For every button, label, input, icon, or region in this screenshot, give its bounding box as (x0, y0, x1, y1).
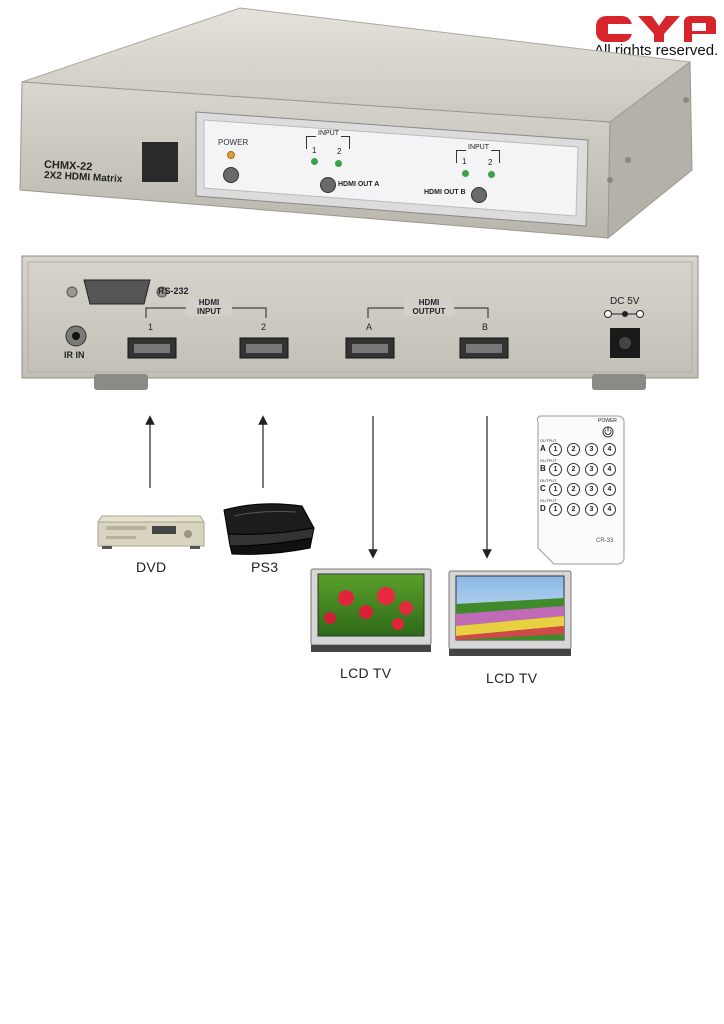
power-label: POWER (218, 138, 249, 147)
out-a-label: HDMI OUT A (338, 181, 380, 188)
remote-row-letter: B (540, 464, 546, 473)
dvd-label: DVD (136, 559, 167, 575)
cyp-logo-mark (596, 16, 716, 42)
input-b-led-2 (488, 171, 495, 178)
remote-button-d-1[interactable]: 1 (549, 503, 562, 516)
out-a-button[interactable] (320, 177, 336, 193)
signal-arrows (145, 415, 492, 559)
remote-model: CR-33 (596, 538, 614, 544)
remote-button-d-2[interactable]: 2 (567, 503, 580, 516)
remote-button-c-1[interactable]: 1 (549, 483, 562, 496)
output-b-label: B (482, 322, 489, 332)
remote-button-b-3[interactable]: 3 (585, 463, 598, 476)
ps3-label: PS3 (251, 559, 279, 575)
input-b-label: INPUT (466, 144, 491, 151)
remote-button-a-4[interactable]: 4 (603, 443, 616, 456)
hdmi-input-label-line2: INPUT (197, 307, 221, 316)
remote-row-letter: A (540, 444, 546, 453)
lcd-tv-2-icon (448, 570, 572, 656)
out-b-button[interactable] (471, 187, 487, 203)
remote-row-letter: C (540, 484, 546, 493)
ps3-icon (223, 503, 315, 555)
hdmi-output-label-line1: HDMI (418, 298, 440, 307)
ir-label: IR IN (64, 350, 85, 360)
dvd-player (96, 512, 206, 552)
input-a-led-2 (335, 160, 342, 167)
input-a-led-1 (311, 158, 318, 165)
remote-output-label: OUTPUT (540, 478, 557, 483)
remote-button-b-4[interactable]: 4 (603, 463, 616, 476)
remote-row-letter: D (540, 504, 546, 513)
remote-button-d-3[interactable]: 3 (585, 503, 598, 516)
input-b-led-1 (462, 170, 469, 177)
remote-button-a-2[interactable]: 2 (567, 443, 580, 456)
hdmi-output-label-line2: OUTPUT (412, 307, 446, 316)
front-panel: CHMX-22 2X2 HDMI Matrix POWER INPUT 1 2 … (0, 0, 700, 245)
rear-panel: RS-232 IR IN HDMI INPUT 1 2 HDMI OUTPUT … (20, 252, 700, 392)
ps3-console (210, 502, 318, 556)
remote-output-label: OUTPUT (540, 458, 557, 463)
remote-power-label: POWER (598, 418, 617, 424)
power-button[interactable] (223, 167, 239, 183)
input-1-label: 1 (148, 322, 154, 332)
remote-button-a-1[interactable]: 1 (549, 443, 562, 456)
lcd-tv-2-label: LCD TV (486, 670, 538, 686)
power-led (227, 151, 235, 159)
hdmi-output-label: HDMI OUTPUT (404, 298, 454, 316)
lcd-tv-1-label: LCD TV (340, 665, 392, 681)
remote-button-c-3[interactable]: 3 (585, 483, 598, 496)
out-b-label: HDMI OUT B (424, 189, 466, 196)
lcd-tv-1 (310, 568, 432, 654)
input-b-led-2-label: 2 (488, 158, 493, 167)
cyp-logo: All rights reserved. (592, 8, 720, 64)
remote-button-c-4[interactable]: 4 (603, 483, 616, 496)
lcd-tv-2 (448, 570, 572, 658)
dvd-player-icon (97, 515, 205, 549)
input-a-led-1-label: 1 (312, 146, 317, 155)
hdmi-input-label: HDMI INPUT (186, 298, 232, 316)
remote-button-a-3[interactable]: 3 (585, 443, 598, 456)
input-2-label: 2 (261, 322, 267, 332)
remote-button-b-2[interactable]: 2 (567, 463, 580, 476)
output-a-label: A (366, 322, 373, 332)
remote-button-d-4[interactable]: 4 (603, 503, 616, 516)
front-panel-chassis (19, 7, 693, 240)
input-a-led-2-label: 2 (337, 147, 342, 156)
remote-button-c-2[interactable]: 2 (567, 483, 580, 496)
hdmi-input-label-line1: HDMI (198, 298, 220, 307)
remote-button-b-1[interactable]: 1 (549, 463, 562, 476)
dc-label: DC 5V (610, 296, 640, 307)
input-b-led-1-label: 1 (462, 157, 467, 166)
rear-panel-chassis (21, 255, 699, 390)
remote-output-label: OUTPUT (540, 438, 557, 443)
lcd-tv-1-icon (310, 568, 432, 652)
remote-output-label: OUTPUT (540, 498, 557, 503)
rs232-label: RS-232 (158, 286, 189, 296)
input-a-label: INPUT (316, 130, 341, 137)
